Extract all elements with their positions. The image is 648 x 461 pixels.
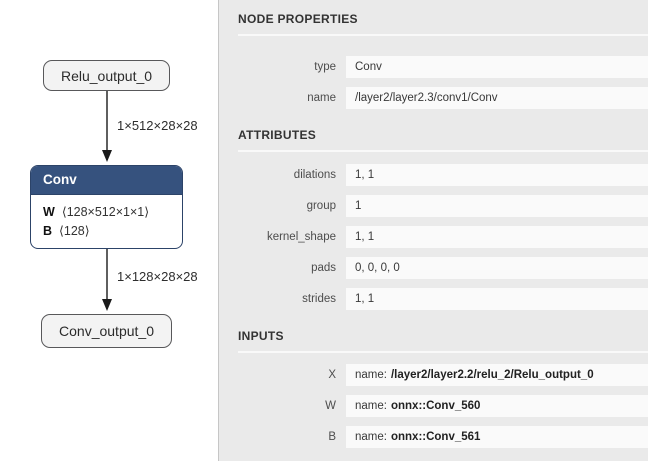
edge-shape-label-output: 1×128×28×28 [117, 269, 198, 284]
strides-label: strides [302, 293, 336, 305]
inputs-heading: INPUTS [238, 329, 284, 343]
input-w-name-value: onnx::Conv_560 [390, 400, 481, 412]
attribute-row-strides: strides 1, 1 [219, 288, 648, 310]
edge-relu-to-conv [102, 91, 112, 162]
type-label: type [314, 61, 336, 73]
attribute-row-group: group 1 [219, 195, 648, 217]
node-relu-output[interactable]: Relu_output_0 [43, 60, 170, 91]
type-value-field[interactable]: Conv [346, 56, 648, 78]
section-inputs: INPUTS X name:/layer2/layer2.2/relu_2/Re… [219, 329, 648, 448]
property-row-name: name /layer2/layer2.3/conv1/Conv [219, 87, 648, 109]
edge-conv-to-output [102, 247, 112, 311]
node-conv-params: W ⟨128×512×1×1⟩ B ⟨128⟩ [31, 195, 182, 248]
dilations-label: dilations [293, 169, 336, 181]
attributes-heading: ATTRIBUTES [238, 128, 317, 142]
section-divider [238, 150, 648, 152]
input-b-value-field[interactable]: name:onnx::Conv_561 [346, 426, 648, 448]
attribute-row-kernel-shape: kernel_shape 1, 1 [219, 226, 648, 248]
node-relu-output-label: Relu_output_0 [60, 67, 153, 84]
conv-param-w-shape: ⟨128×512×1×1⟩ [61, 205, 150, 219]
node-properties-rows: type Conv name /layer2/layer2.3/conv1/Co… [219, 56, 648, 109]
input-row-w: W name:onnx::Conv_560 [219, 395, 648, 417]
group-label: group [306, 200, 336, 212]
conv-param-b-key: B [43, 224, 53, 238]
section-divider [238, 351, 648, 353]
property-row-type: type Conv [219, 56, 648, 78]
pads-label: pads [311, 262, 336, 274]
kernel-shape-value-field[interactable]: 1, 1 [346, 226, 648, 248]
input-x-label: X [328, 369, 336, 381]
node-conv[interactable]: Conv W ⟨128×512×1×1⟩ B ⟨128⟩ [30, 165, 183, 249]
input-w-label: W [325, 400, 336, 412]
edge-shape-label-input: 1×512×28×28 [117, 118, 198, 133]
input-x-name-value: /layer2/layer2.2/relu_2/Relu_output_0 [390, 369, 594, 381]
input-x-name-prefix: name: [355, 369, 387, 381]
inputs-rows: X name:/layer2/layer2.2/relu_2/Relu_outp… [219, 364, 648, 448]
node-conv-title: Conv [31, 166, 182, 195]
section-divider [238, 34, 648, 36]
attribute-row-pads: pads 0, 0, 0, 0 [219, 257, 648, 279]
input-row-x: X name:/layer2/layer2.2/relu_2/Relu_outp… [219, 364, 648, 386]
section-node-properties: NODE PROPERTIES type Conv name /layer2/l… [219, 12, 648, 109]
name-label: name [307, 92, 336, 104]
conv-param-w-key: W [43, 205, 55, 219]
conv-param-w: W ⟨128×512×1×1⟩ [43, 202, 172, 221]
section-attributes: ATTRIBUTES dilations 1, 1 group 1 kernel… [219, 128, 648, 310]
input-w-value-field[interactable]: name:onnx::Conv_560 [346, 395, 648, 417]
pads-value-field[interactable]: 0, 0, 0, 0 [346, 257, 648, 279]
properties-sidebar: NODE PROPERTIES type Conv name /layer2/l… [218, 0, 648, 461]
input-b-label: B [328, 431, 336, 443]
graph-canvas[interactable]: Relu_output_0 1×512×28×28 Conv W ⟨128×512… [0, 0, 218, 461]
group-value-field[interactable]: 1 [346, 195, 648, 217]
dilations-value-field[interactable]: 1, 1 [346, 164, 648, 186]
conv-param-b-shape: ⟨128⟩ [59, 224, 90, 238]
conv-param-b: B ⟨128⟩ [43, 221, 172, 240]
kernel-shape-label: kernel_shape [266, 231, 336, 243]
input-x-value-field[interactable]: name:/layer2/layer2.2/relu_2/Relu_output… [346, 364, 648, 386]
attribute-row-dilations: dilations 1, 1 [219, 164, 648, 186]
node-properties-heading: NODE PROPERTIES [238, 12, 358, 26]
attributes-rows: dilations 1, 1 group 1 kernel_shape 1, 1… [219, 164, 648, 310]
input-row-b: B name:onnx::Conv_561 [219, 426, 648, 448]
node-conv-output[interactable]: Conv_output_0 [41, 314, 172, 348]
node-conv-output-label: Conv_output_0 [59, 323, 154, 339]
strides-value-field[interactable]: 1, 1 [346, 288, 648, 310]
name-value-field[interactable]: /layer2/layer2.3/conv1/Conv [346, 87, 648, 109]
input-w-name-prefix: name: [355, 400, 387, 412]
input-b-name-value: onnx::Conv_561 [390, 431, 481, 443]
input-b-name-prefix: name: [355, 431, 387, 443]
